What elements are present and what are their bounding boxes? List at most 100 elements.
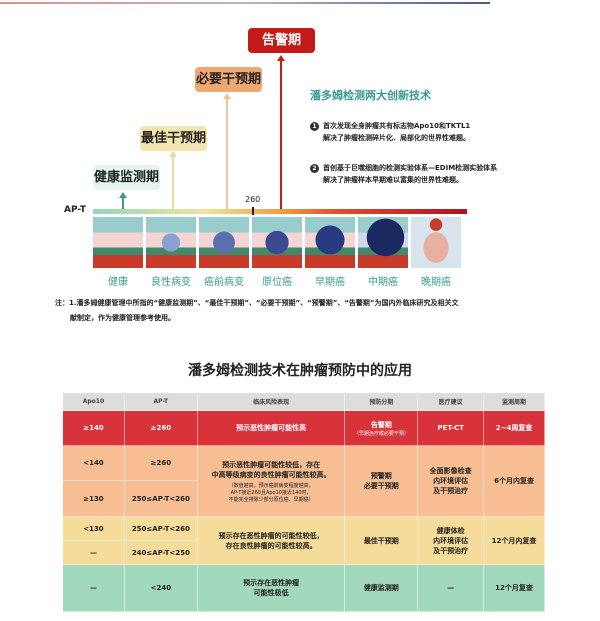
table-row-warning: <140 ≥260 预示恶性肿瘤可能性较低，存在中高等级病变的良性肿瘤可能性较高…: [62, 445, 545, 517]
cell: 12个月复查: [483, 564, 545, 612]
top-divider: [0, 2, 490, 4]
phase-label: 中期癌: [368, 277, 398, 288]
tech-title: 潘多姆检测两大创新技术: [310, 89, 431, 102]
table-title: 潘多姆检测技术在肿瘤预防中的应用: [188, 363, 412, 379]
tissue-image-precancer: [199, 217, 249, 268]
cell: 预警期必要干预期: [344, 445, 419, 517]
cell: 全面影像检查内环境评估及干预治疗: [417, 445, 485, 517]
cell: 预示存在恶性肿瘤可能性极低: [196, 564, 346, 612]
cell-subtext: （数值越高，预示癌前病变程度越高，: [228, 482, 314, 489]
apt-gradient-bar: [93, 209, 467, 214]
arrow-up-icon: [223, 93, 231, 209]
body-image-late: [411, 217, 461, 268]
tech-item-text: 解决了肿瘤检测碎片化、局部化的世界性难题。: [323, 134, 470, 142]
cell: 预示存在恶性肿瘤的可能性较低，存在良性肿瘤的可能性较高。: [196, 516, 346, 565]
cell: <240: [123, 564, 198, 612]
header-cell: 监测周期: [483, 392, 545, 411]
cell: 健康监测期: [344, 564, 419, 612]
table-row-optimal: <130 250≤AP-T<260 预示存在恶性肿瘤的可能性较低，存在良性肿瘤的…: [62, 516, 545, 565]
cell: ≥140: [62, 410, 125, 446]
cell: —: [62, 540, 125, 565]
tissue-image-benign: [146, 217, 196, 268]
phase-label: 原位癌: [262, 277, 292, 288]
cell-text: 健康体检: [436, 526, 465, 535]
cell-text: 预示恶性肿瘤可能性较低，存在: [222, 460, 321, 469]
cell-text: 内环境评估: [433, 536, 469, 545]
cell: ≥130: [62, 480, 125, 517]
phase-label: 癌前病变: [204, 277, 244, 288]
header-cell: 临床风险表现: [196, 392, 346, 411]
cell-text: 及干预治疗: [433, 546, 469, 555]
arrow-up-icon: [169, 151, 177, 209]
phase-label: 晚期癌: [421, 277, 451, 288]
cell-subtext: 不能完全排除少部分原位癌、早期癌）: [228, 496, 314, 503]
cell: 预示恶性肿瘤可能性较低，存在中高等级病变的良性肿瘤可能性较高。 （数值越高，预示癌…: [196, 445, 346, 517]
footnote-line: 献制定，作为健康管理参考使用。: [70, 314, 175, 322]
header-cell: AP-T: [123, 392, 198, 411]
cell: —: [417, 564, 485, 612]
cell: <140: [62, 445, 125, 481]
cell-subtext: （早期治疗或必要干预）: [353, 430, 409, 437]
cell-text: 及干预治疗: [433, 487, 469, 495]
cell-text: 预警期: [370, 472, 392, 480]
tissue-image-mid: [358, 217, 408, 268]
cell: 250≤AP-T<260: [123, 480, 198, 517]
axis-tick-label: 260: [245, 195, 261, 204]
tech-item-text: 解决了肿瘤样本早期难以富集的世界性难题。: [323, 176, 463, 184]
cell: <130: [62, 516, 125, 541]
phase-label: 早期癌: [315, 277, 345, 288]
header-cell: 预防分期: [344, 392, 419, 411]
cell-text: 预示存在恶性肿瘤的可能性较低，: [218, 531, 324, 540]
cell: PET-CT: [417, 410, 485, 446]
stage-alert: 告警期: [248, 28, 315, 53]
cell: 预示恶性肿瘤可能性高: [196, 410, 346, 446]
axis-label: AP-T: [64, 205, 86, 215]
number-badge-icon: 2: [310, 164, 319, 173]
cell-text: 告警期: [370, 420, 392, 429]
cell-subtext: AP-T接近260且Apo10接近140时，: [230, 489, 312, 496]
cell: 最佳干预期: [344, 516, 419, 565]
cell: 2~4周复查: [483, 410, 545, 446]
cell: 告警期（早期治疗或必要干预）: [344, 410, 419, 446]
tissue-image-in-situ: [252, 217, 302, 268]
cell-text: 必要干预期: [363, 482, 399, 490]
tissue-image-healthy: [93, 217, 143, 268]
footnote-line: 注：1.潘多姆健康管理中所指的“健康监测期”、“最佳干预期”、“必要干预期”、“…: [55, 299, 459, 307]
header-cell: 医疗建议: [417, 392, 485, 411]
cell: ≥260: [123, 410, 198, 446]
phase-label: 健康: [108, 277, 128, 288]
axis-tick-260: [252, 207, 254, 215]
cell: 6个月内复查: [483, 445, 545, 517]
arrow-up-icon: [277, 55, 285, 209]
cell: —: [62, 564, 125, 612]
arrow-up-icon: [119, 192, 127, 209]
cell: ≥260: [123, 445, 198, 481]
application-table: Apo10 AP-T 临床风险表现 预防分期 医疗建议 监测周期 ≥140 ≥2…: [62, 392, 545, 612]
cell: 12个月内复查: [483, 516, 545, 565]
cell-text: 全面影像检查: [429, 467, 472, 475]
cell: 健康体检内环境评估及干预治疗: [417, 516, 485, 565]
cell-text: 内环境评估: [433, 477, 469, 485]
phase-label: 良性病变: [151, 277, 191, 288]
cell-text: 预示存在恶性肿瘤: [243, 579, 300, 587]
tech-item-text: 首创基于巨噬细胞的检测实验体系—EDIM检测实验体系: [323, 164, 498, 172]
cell-text: 存在良性肿瘤的可能性较高。: [225, 541, 317, 550]
table-row-optimal: — 240≤AP-T<250: [62, 540, 545, 565]
cell: 250≤AP-T<260: [123, 516, 198, 541]
footnote: 注：1.潘多姆健康管理中所指的“健康监测期”、“最佳干预期”、“必要干预期”、“…: [55, 296, 555, 326]
tissue-image-early: [305, 217, 355, 268]
tech-item-2: 2 首创基于巨噬细胞的检测实验体系—EDIM检测实验体系 解决了肿瘤样本早期难以富…: [310, 162, 497, 186]
cell: 240≤AP-T<250: [123, 540, 198, 565]
stage-necessary-intervention: 必要干预期: [195, 67, 262, 92]
stage-health-monitoring: 健康监测期: [93, 165, 160, 190]
table-row-alert: ≥140 ≥260 预示恶性肿瘤可能性高 告警期（早期治疗或必要干预） PET-…: [62, 410, 545, 446]
table-row-warning: ≥130 250≤AP-T<260: [62, 480, 545, 517]
table-header-row: Apo10 AP-T 临床风险表现 预防分期 医疗建议 监测周期: [62, 392, 545, 411]
cell-text: 中高等级病变的良性肿瘤可能性较高。: [211, 470, 331, 479]
table-row-health: — <240 预示存在恶性肿瘤可能性极低 健康监测期 — 12个月复查: [62, 564, 545, 612]
stage-optimal-intervention: 最佳干预期: [140, 126, 207, 151]
tech-item-text: 首次发现全身肿瘤共有标志物Apo10和TKTL1: [323, 122, 471, 130]
cell-text: 可能性极低: [253, 589, 289, 597]
header-cell: Apo10: [62, 392, 125, 411]
